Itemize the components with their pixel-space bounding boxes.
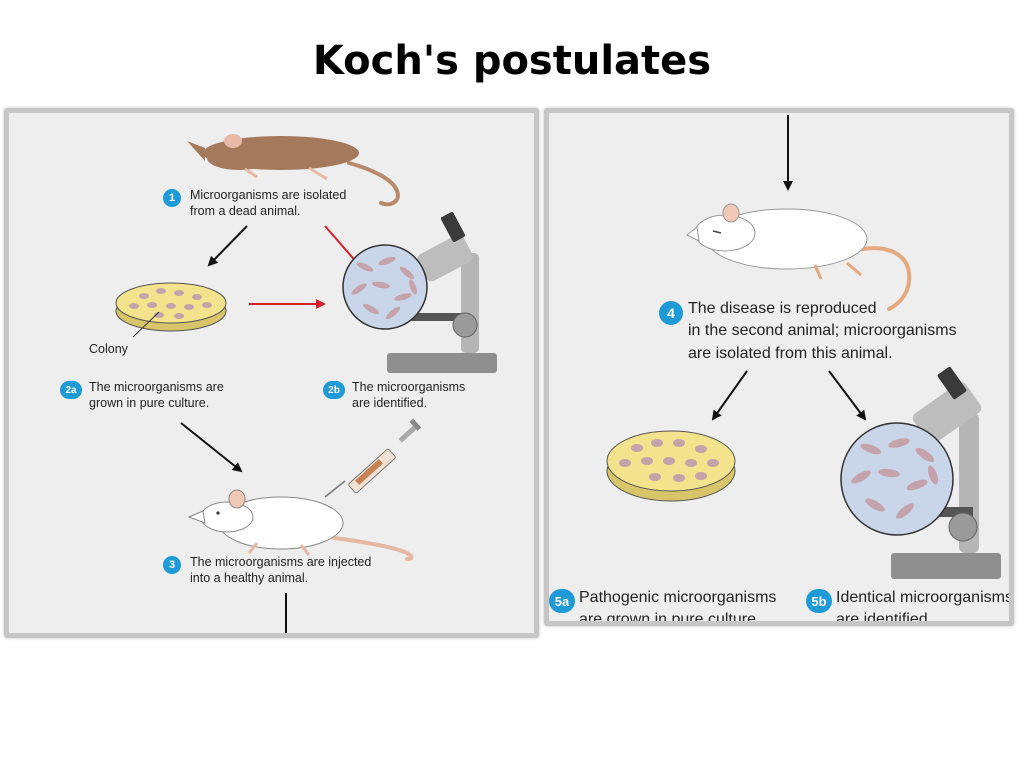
step-2b-badge: 2b bbox=[323, 381, 345, 399]
step-3-line-2: into a healthy animal. bbox=[190, 570, 309, 585]
step-3-badge: 3 bbox=[163, 556, 181, 574]
step-2b-caption: The microorganisms are identified. bbox=[352, 380, 465, 411]
step-2b-line-1: The microorganisms bbox=[352, 380, 466, 394]
step-2a-caption: The microorganisms are grown in pure cul… bbox=[89, 380, 224, 411]
step-2a-badge: 2a bbox=[60, 381, 82, 399]
step-1-badge: 1 bbox=[163, 189, 181, 207]
step-2a-line-2: grown in pure culture. bbox=[89, 395, 210, 410]
step-5b-line-1: Identical microorganisms bbox=[836, 589, 1013, 606]
step-5b-caption: Identical microorganisms are identified. bbox=[836, 587, 1013, 626]
syringe-icon bbox=[324, 418, 422, 498]
step-5b-line-2: are identified. bbox=[836, 611, 933, 626]
step-1-caption: Microorganisms are isolated from a dead … bbox=[190, 188, 346, 219]
step-5a-line-1: Pathogenic microorganisms bbox=[579, 589, 777, 606]
step-2a-line-1: The microorganisms are bbox=[89, 380, 224, 394]
microscope-icon bbox=[840, 366, 1001, 579]
arrow-to-microscope-2 bbox=[828, 370, 867, 421]
sick-rat-icon bbox=[686, 203, 912, 311]
step-4-line-3: are isolated from this animal. bbox=[688, 344, 893, 362]
arrow-to-culture-2 bbox=[711, 370, 748, 421]
right-panel-drawing bbox=[606, 115, 1001, 579]
step-1-line-1: Microorganisms are isolated bbox=[190, 188, 347, 202]
page-title: Koch's postulates bbox=[312, 38, 712, 84]
step-5a-line-2: are grown in pure culture. bbox=[579, 611, 761, 626]
arrow-to-healthy-rat bbox=[180, 422, 243, 473]
step-5a-caption: Pathogenic microorganisms are grown in p… bbox=[579, 587, 777, 626]
left-panel: 1 Microorganisms are isolated from a dea… bbox=[4, 108, 539, 638]
step-3-line-1: The microorganisms are injected bbox=[190, 555, 372, 569]
step-4-badge: 4 bbox=[659, 301, 683, 325]
arrow-to-culture bbox=[207, 225, 248, 267]
right-panel: 4 The disease is reproduced in the secon… bbox=[544, 108, 1014, 626]
step-5a-badge: 5a bbox=[549, 589, 575, 613]
colony-label: Colony bbox=[89, 342, 128, 356]
step-4-line-2: in the second animal; microorganisms bbox=[688, 322, 957, 340]
petri-dish-icon bbox=[606, 430, 736, 502]
step-3-caption: The microorganisms are injected into a h… bbox=[190, 555, 371, 586]
dead-rat-icon bbox=[187, 134, 400, 207]
step-2b-line-2: are identified. bbox=[352, 395, 428, 410]
left-panel-drawing bbox=[115, 134, 497, 633]
petri-dish-icon bbox=[115, 282, 227, 338]
step-1-line-2: from a dead animal. bbox=[190, 203, 301, 218]
step-4-caption: The disease is reproduced in the second … bbox=[688, 298, 957, 365]
step-5b-badge: 5b bbox=[806, 589, 832, 613]
microscope-icon bbox=[342, 212, 497, 373]
step-4-line-1: The disease is reproduced bbox=[688, 300, 877, 317]
healthy-rat-icon bbox=[187, 489, 414, 561]
